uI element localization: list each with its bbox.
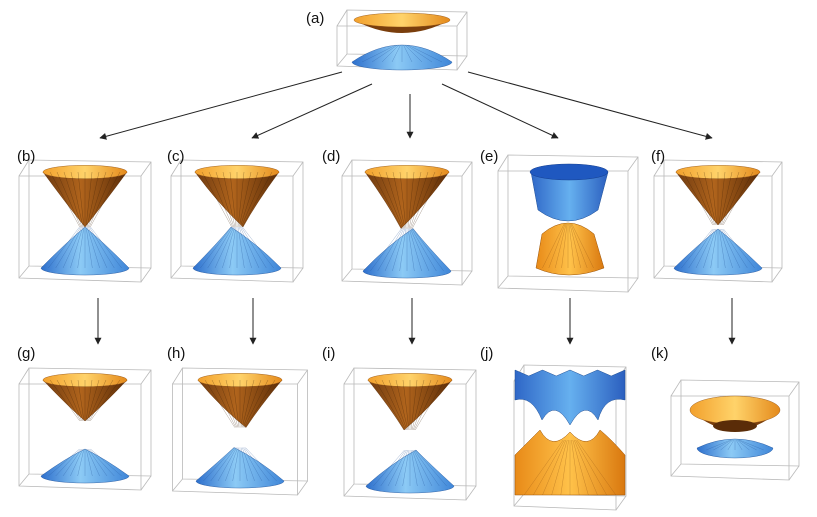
- panel-label-f: (f): [651, 148, 666, 165]
- panel-e-bands: [529, 163, 609, 276]
- panel-j-bands: [514, 369, 626, 496]
- panel-d-lower-band: [362, 228, 452, 279]
- panel-label-d: (d): [322, 148, 341, 165]
- arrow-a-e: [441, 83, 559, 139]
- panel-label-e: (e): [480, 148, 499, 165]
- panel-g-upper-band: [42, 373, 128, 422]
- panel-label-j: (j): [480, 345, 494, 362]
- arrow-a-f: [467, 71, 713, 140]
- panel-a-bands: [351, 12, 453, 71]
- panel-h-lower-band: [195, 447, 285, 489]
- panel-h-upper-band: [197, 373, 283, 428]
- panel-d-upper-band: [364, 165, 450, 229]
- panel-box-a: [336, 9, 468, 71]
- arrow-a-b: [99, 71, 343, 140]
- panel-f-lower-band: [673, 228, 763, 276]
- panel-label-a: (a): [306, 10, 325, 27]
- panel-c-upper-band: [194, 165, 280, 228]
- panel-i-lower-band: [365, 449, 455, 494]
- panel-box-g: [18, 367, 152, 491]
- panel-b-lower-band: [40, 226, 130, 276]
- panel-b-upper-band: [42, 165, 128, 228]
- panel-label-k: (k): [651, 345, 669, 362]
- arrow-a-c: [251, 83, 373, 139]
- panel-g-lower-band: [40, 448, 130, 484]
- panel-label-i: (i): [322, 345, 336, 362]
- panel-label-g: (g): [17, 345, 36, 362]
- panel-i-upper-band: [367, 373, 453, 431]
- panel-k-bands: [689, 395, 781, 459]
- panel-c-lower-band: [192, 226, 282, 276]
- panel-label-b: (b): [17, 148, 36, 165]
- panel-label-c: (c): [167, 148, 185, 165]
- panel-label-h: (h): [167, 345, 186, 362]
- panel-box-k: [670, 379, 800, 481]
- panel-f-upper-band: [675, 165, 761, 226]
